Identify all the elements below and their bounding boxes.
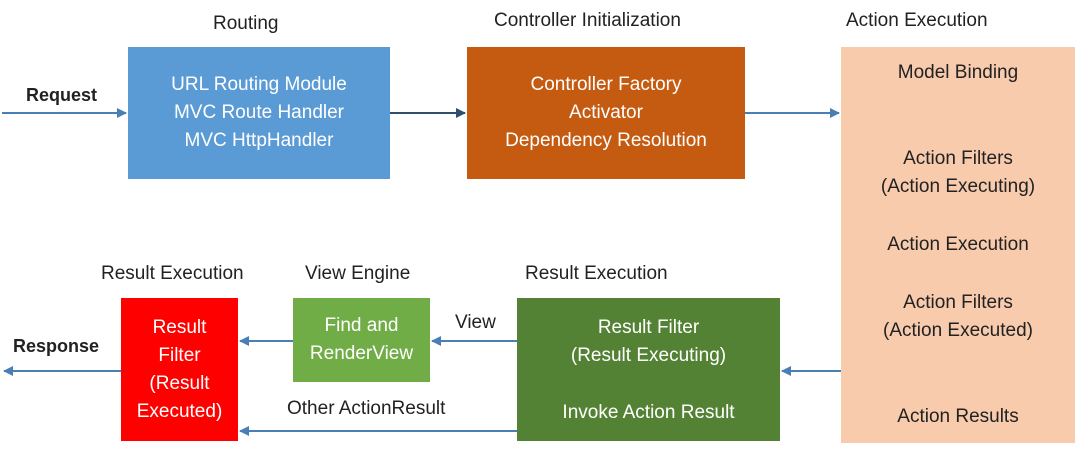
routing-line: URL Routing Module: [171, 74, 347, 95]
action-filters-executed-sub-text: (Action Executed): [883, 320, 1033, 341]
routing-line: MVC Route Handler: [173, 102, 345, 123]
result-filter-box: Result Filter (Result Executed): [121, 298, 238, 441]
result-filter-sub-text: (Result Executing): [570, 345, 727, 366]
view-engine-line: RenderView: [309, 343, 414, 364]
heading-result-execution-right: Result Execution: [525, 263, 668, 284]
heading-routing: Routing: [213, 13, 279, 34]
action-results-text: Action Results: [897, 406, 1019, 427]
invoke-action-result-text: Invoke Action Result: [562, 402, 735, 423]
controller-line: Dependency Resolution: [505, 130, 707, 151]
view-engine-box: Find and RenderView: [293, 298, 430, 382]
result-filter-line: Result: [152, 316, 207, 338]
heading-controller-initialization: Controller Initialization: [494, 10, 681, 31]
controller-line: Controller Factory: [530, 74, 682, 95]
result-filter-line: Executed): [136, 400, 223, 422]
heading-view-engine: View Engine: [305, 263, 411, 284]
heading-action-execution: Action Execution: [846, 10, 988, 31]
result-filter-text: Result Filter: [597, 317, 700, 338]
model-binding-text: Model Binding: [897, 62, 1019, 83]
routing-line: MVC HttpHandler: [184, 130, 334, 151]
action-filters-executed-text: Action Filters: [903, 292, 1013, 313]
result-filter-line: Filter: [158, 344, 201, 366]
request-label: Request: [26, 85, 98, 105]
result-execution-box: Result Filter (Result Executing) Invoke …: [517, 298, 780, 441]
edge-label-view: View: [455, 312, 496, 333]
action-execution-box: Model Binding Action Filters (Action Exe…: [841, 47, 1075, 443]
action-filters-executing-sub-text: (Action Executing): [880, 176, 1036, 197]
view-engine-line: Find and: [324, 315, 399, 336]
result-filter-line: (Result: [149, 372, 210, 394]
action-execution-text: Action Execution: [887, 234, 1029, 255]
routing-box: URL Routing Module MVC Route Handler MVC…: [128, 47, 390, 179]
controller-line: Activator: [569, 102, 643, 123]
response-label: Response: [13, 336, 100, 356]
controller-box: Controller Factory Activator Dependency …: [467, 47, 745, 179]
action-filters-executing-text: Action Filters: [903, 148, 1013, 169]
edge-label-other-action-result: Other ActionResult: [287, 398, 446, 419]
heading-result-execution-left: Result Execution: [101, 263, 244, 284]
